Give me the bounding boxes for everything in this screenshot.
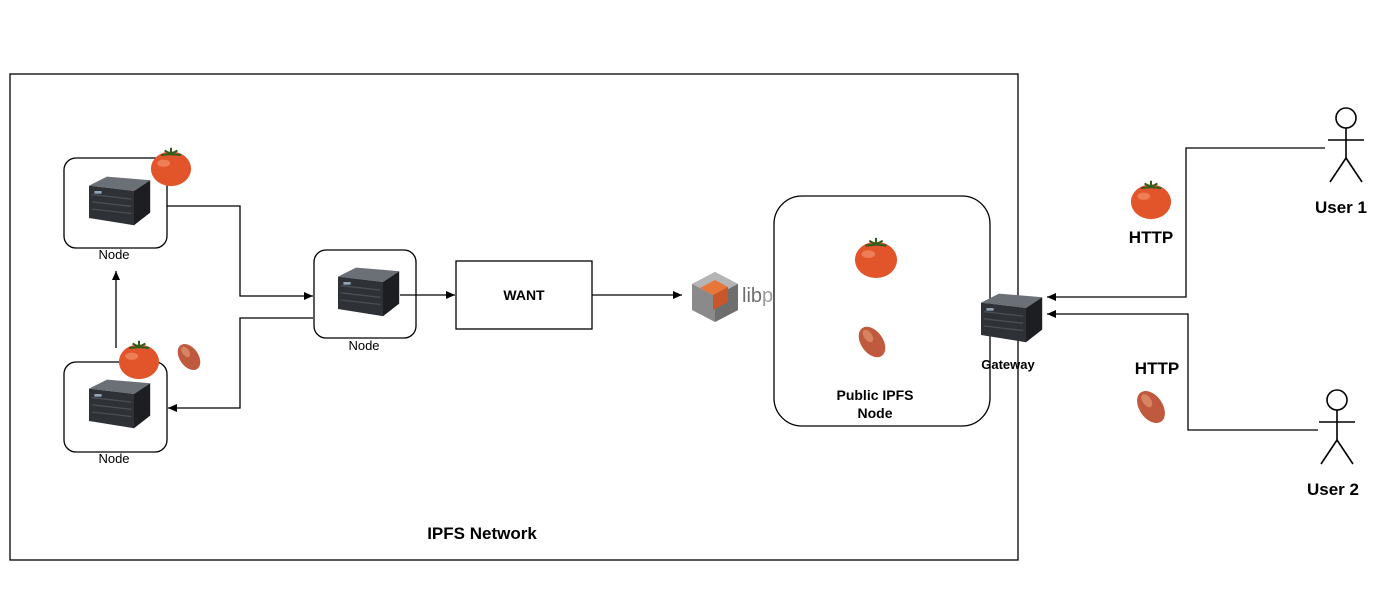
node-top-left: Node xyxy=(63,146,193,262)
gateway: Gateway xyxy=(980,292,1043,372)
public-ipfs-node: Public IPFS Node xyxy=(773,195,991,427)
libp2p-prefix: lib xyxy=(742,285,762,307)
arrow-user1-to-gateway xyxy=(1047,147,1325,301)
user-label: User 2 xyxy=(1307,480,1359,499)
public-node-label-line2: Node xyxy=(858,405,893,421)
want-label: WANT xyxy=(503,287,545,303)
node-bottom-left: Node xyxy=(63,339,205,466)
user-label: User 1 xyxy=(1315,198,1367,217)
node-label: Node xyxy=(98,451,129,466)
server-icon xyxy=(980,292,1043,343)
stick-figure-icon xyxy=(1327,107,1365,183)
ipfs-network-label: IPFS Network xyxy=(427,524,537,543)
server-icon xyxy=(88,378,151,429)
public-node-label-line1: Public IPFS xyxy=(836,387,913,403)
server-icon xyxy=(337,266,400,317)
tomato-icon xyxy=(1129,179,1173,220)
http-label-user1: HTTP xyxy=(1129,228,1173,247)
node-label: Node xyxy=(348,338,379,353)
node-label: Node xyxy=(98,247,129,262)
arrow-top-node-to-center xyxy=(167,205,313,300)
gateway-label: Gateway xyxy=(981,357,1035,372)
potato-icon xyxy=(1131,386,1171,428)
stick-figure-icon xyxy=(1318,389,1356,465)
server-icon xyxy=(88,175,151,226)
http-label-user2: HTTP xyxy=(1135,359,1179,378)
user-1: User 1 xyxy=(1315,107,1367,217)
want-box: WANT xyxy=(400,260,682,330)
node-center: Node xyxy=(313,249,417,353)
libp2p-logo-icon xyxy=(692,272,738,322)
arrow-user2-to-gateway xyxy=(1047,310,1318,431)
arrow-center-to-bottom-node xyxy=(168,317,313,412)
user-2: User 2 xyxy=(1307,389,1359,499)
